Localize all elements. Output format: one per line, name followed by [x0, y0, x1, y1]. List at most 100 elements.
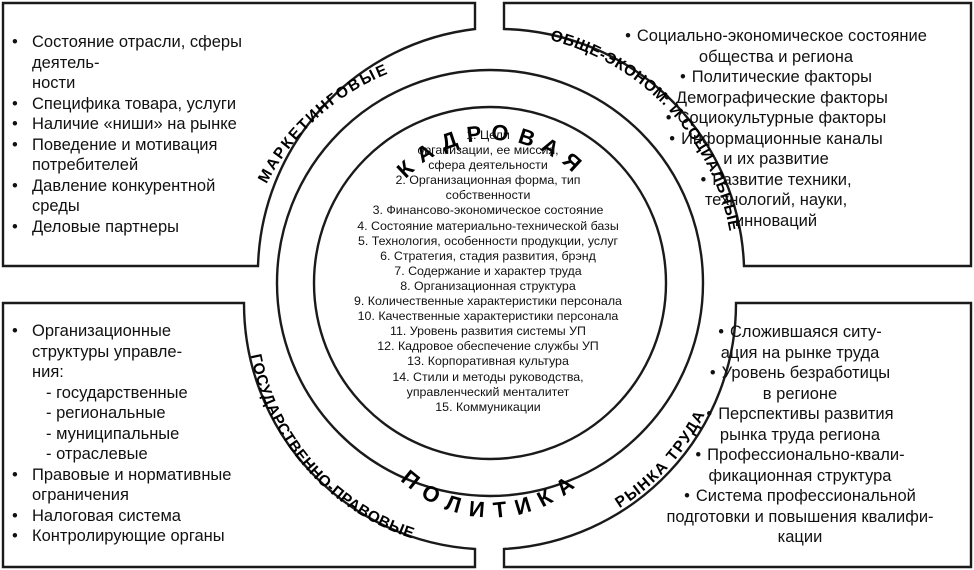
- factor-text: Наличие «ниши» на рынке: [32, 115, 237, 133]
- bullet-icon: •: [12, 135, 18, 154]
- factor-text: Деловые партнеры: [32, 217, 179, 236]
- factor-text: Профессионально-квали-: [707, 446, 905, 464]
- factor-text: фикационная структура: [708, 466, 892, 485]
- factor-text: Поведение и мотивация: [32, 135, 218, 154]
- bullet-icon: •: [12, 217, 18, 236]
- factor-text: технологий, науки,: [704, 191, 848, 209]
- factor-list-item: структуры управле-: [12, 342, 267, 363]
- factor-list-item: •Организационные: [12, 321, 267, 342]
- center-factor-line: 3. Финансово-экономическое состояние: [372, 203, 604, 218]
- factor-list-item: ация на рынке труда: [640, 343, 960, 364]
- center-factor-line: управленческий менталитет: [406, 384, 570, 399]
- factor-text: Демографические факторы: [675, 88, 888, 107]
- factor-text: ности: [32, 74, 76, 92]
- center-factor-line: 4. Состояние материально-технической баз…: [357, 218, 619, 233]
- bullet-icon: •: [664, 88, 670, 107]
- factor-text: Специфика товара, услуги: [32, 94, 237, 113]
- center-factor-line: организации, ее миссия,: [417, 143, 559, 158]
- factor-list-item: •Давление конкурентной: [12, 176, 287, 197]
- factor-text: инноваций: [734, 211, 818, 230]
- factor-text: ограничения: [32, 486, 129, 504]
- factor-text: Система профессиональной: [695, 487, 916, 505]
- bullet-icon: •: [12, 115, 18, 133]
- bullet-icon: •: [625, 27, 631, 45]
- center-factor-line: 6. Стратегия, стадия развития, брэнд: [380, 248, 596, 263]
- factor-list-item: • Деловые партнеры: [12, 217, 287, 238]
- bullet-icon: •: [695, 446, 702, 464]
- panel-bottom-left: [1, 301, 477, 569]
- factor-list-item: ности: [12, 73, 287, 94]
- factor-text: кации: [777, 528, 823, 546]
- factor-list-item: фикационная структура: [640, 466, 960, 487]
- bullet-icon: •: [700, 170, 707, 189]
- factor-list-item: и их развитие: [596, 149, 956, 170]
- factor-list-item: • Состояние отрасли, сферы деятель-: [12, 32, 287, 73]
- factor-list-item: - отраслевые: [12, 444, 267, 465]
- factor-list-item: •Налоговая система: [12, 506, 267, 527]
- center-factor-line: 15. Коммуникации: [435, 399, 541, 414]
- factor-text: Организационные: [32, 322, 172, 340]
- panel-bottom-right: [502, 301, 973, 569]
- bullet-icon: •: [665, 109, 672, 127]
- factor-text: рынка труда региона: [719, 425, 881, 444]
- factor-list-item: • Политические факторы: [596, 67, 956, 88]
- factor-list-item: • Профессионально-квали-: [640, 445, 960, 466]
- factor-list-item: кации: [640, 527, 960, 548]
- factor-list-item: • Поведение и мотивация: [12, 135, 287, 156]
- factor-list-item: • Уровень безработицы: [640, 363, 960, 384]
- factor-list-item: - региональные: [12, 403, 267, 424]
- factor-list-item: общества и региона: [596, 47, 956, 68]
- panel-top-right: [502, 1, 973, 268]
- factor-text: Социально-экономическое состояние: [636, 27, 927, 45]
- bullet-icon: •: [12, 33, 18, 51]
- factor-list-item: •Перспективы развития: [640, 404, 960, 425]
- factor-list-item: •Правовые и нормативные: [12, 465, 267, 486]
- bullet-icon: •: [669, 129, 676, 148]
- center-factor-line: 1. Цели: [466, 128, 510, 142]
- factor-text: Уровень безработицы: [721, 364, 891, 382]
- factor-text: - региональные: [46, 404, 166, 422]
- factor-list-item: - государственные: [12, 383, 267, 404]
- factor-text: среды: [32, 197, 80, 215]
- panel-top-left: [1, 1, 477, 268]
- center-factor-line: 8. Организационная структура: [400, 278, 576, 293]
- factor-text: структуры управле-: [32, 342, 183, 361]
- factor-text: подготовки и повышения квалифи-: [666, 507, 934, 526]
- factor-list-item: •Социокультурные факторы: [596, 108, 956, 129]
- bullet-icon: •: [718, 323, 724, 341]
- factor-list-item: инноваций: [596, 211, 956, 232]
- factor-text: Перспективы развития: [718, 405, 894, 423]
- factor-text: Развитие техники,: [712, 170, 852, 189]
- factor-list-item: ограничения: [12, 485, 267, 506]
- factor-list-item: потребителей: [12, 155, 287, 176]
- factor-text: Информационные каналы: [681, 129, 883, 148]
- bullet-icon: •: [12, 527, 18, 545]
- factor-list-item: подготовки и повышения квалифи-: [640, 507, 960, 528]
- factor-text: Состояние отрасли, сферы деятель-: [32, 33, 242, 72]
- factor-text: - государственные: [46, 383, 188, 402]
- factor-text: Политические факторы: [691, 68, 873, 86]
- center-factor-line: 11. Уровень развития системы УП: [390, 324, 586, 339]
- factor-text: в регионе: [762, 384, 838, 403]
- center-factor-line: 9. Количественные характеристики персона…: [354, 294, 622, 309]
- center-factor-line: собственности: [445, 188, 531, 203]
- center-factor-line: 5. Технология, особенности продукции, ус…: [357, 233, 619, 248]
- factor-list-item: технологий, науки,: [596, 190, 956, 211]
- center-factor-line: 10. Качественные характеристики персонал…: [357, 309, 619, 324]
- labor-market-factor-list: •Сложившаяся ситу-ация на рынке труда•Ур…: [640, 322, 960, 548]
- center-circle: [312, 105, 668, 461]
- factor-list-item: • Наличие «ниши» на рынке: [12, 114, 287, 135]
- factor-text: Правовые и нормативные: [32, 465, 232, 484]
- bullet-icon: •: [709, 364, 716, 382]
- bullet-icon: •: [12, 506, 18, 525]
- bullet-icon: •: [679, 68, 686, 86]
- factor-text: Сложившаяся ситу-: [729, 323, 882, 341]
- bullet-icon: •: [684, 487, 690, 505]
- center-factor-line: 13. Корпоративная культура: [407, 354, 569, 369]
- center-factor-line: 14. Стили и методы руководства,: [392, 369, 584, 384]
- marketing-factor-list: •Состояние отрасли, сферы деятель-ности•…: [12, 32, 287, 237]
- bullet-icon: •: [12, 176, 18, 195]
